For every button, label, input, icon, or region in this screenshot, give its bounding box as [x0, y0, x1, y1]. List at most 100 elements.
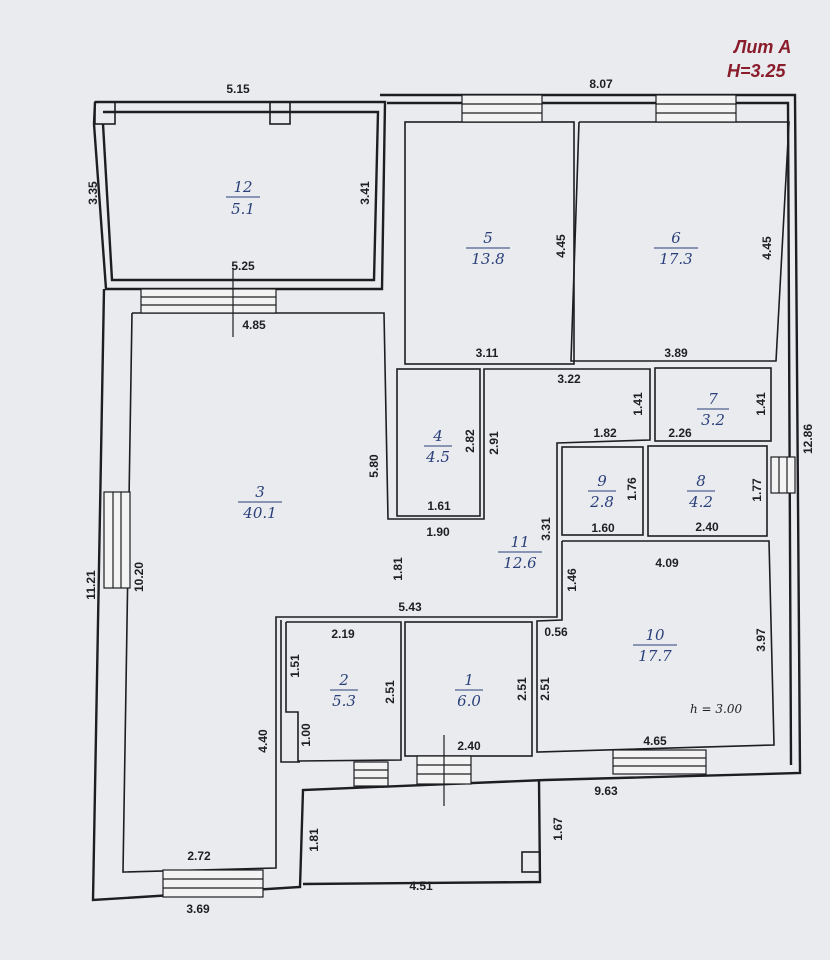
dim-0-56: 0.56 [544, 625, 568, 639]
svg-text:17.3: 17.3 [659, 250, 692, 268]
dim-5-25: 5.25 [231, 259, 255, 273]
svg-text:5.3: 5.3 [332, 692, 356, 710]
svg-text:8: 8 [696, 472, 706, 490]
window-room3-bottom [162, 869, 264, 898]
svg-text:4: 4 [432, 427, 443, 445]
dim-3-97: 3.97 [754, 628, 768, 652]
svg-text:9: 9 [597, 472, 607, 490]
svg-text:11: 11 [510, 533, 529, 551]
svg-text:12: 12 [233, 178, 252, 196]
inner-walls [122, 121, 790, 873]
dim-4-65: 4.65 [643, 734, 667, 748]
windows [103, 94, 796, 898]
dim-1-41-b: 1.41 [754, 392, 768, 416]
svg-text:10: 10 [645, 626, 665, 644]
dim-4-45-a: 4.45 [554, 234, 568, 258]
svg-text:3.2: 3.2 [701, 411, 725, 429]
dim-2-40-b: 2.40 [457, 739, 481, 753]
dim-1-67: 1.67 [551, 817, 565, 841]
window-room6 [655, 94, 737, 123]
dim-3-31: 3.31 [539, 517, 553, 541]
dim-4-09: 4.09 [655, 556, 679, 570]
room-7-label: 7 3.2 [697, 390, 729, 429]
dim-3-41: 3.41 [358, 181, 372, 205]
dim-1-51: 1.51 [288, 654, 302, 678]
window-room2 [353, 761, 389, 787]
dim-12-86: 12.86 [801, 424, 815, 454]
dim-11-21: 11.21 [84, 570, 98, 600]
dim-1-76: 1.76 [625, 477, 639, 501]
svg-text:6.0: 6.0 [457, 692, 481, 710]
room-11-label: 11 12.6 [498, 533, 542, 572]
dim-4-85: 4.85 [242, 318, 266, 332]
dim-1-81-a: 1.81 [391, 557, 405, 581]
svg-text:2: 2 [338, 671, 349, 689]
svg-text:2.8: 2.8 [589, 493, 614, 511]
dimensions: 5.15 8.07 3.35 3.41 5.25 4.85 4.45 4.45 … [84, 77, 815, 916]
dim-5-80: 5.80 [367, 454, 381, 478]
svg-text:7: 7 [708, 390, 718, 408]
dim-3-35: 3.35 [86, 181, 100, 205]
svg-text:5: 5 [483, 229, 493, 247]
dim-2-51-c: 2.51 [538, 677, 552, 701]
window-room10 [612, 749, 707, 775]
room-5-label: 5 13.8 [466, 229, 510, 268]
dim-2-72: 2.72 [187, 849, 211, 863]
columns [94, 101, 541, 873]
lit-label: Лит А [732, 37, 791, 57]
dim-1-61: 1.61 [427, 499, 451, 513]
svg-text:6: 6 [671, 229, 681, 247]
dim-9-63: 9.63 [594, 784, 618, 798]
room-9-label: 9 2.8 [588, 472, 616, 511]
svg-text:5.1: 5.1 [231, 200, 255, 218]
dim-2-40-a: 2.40 [695, 520, 719, 534]
dim-1-41-a: 1.41 [631, 392, 645, 416]
room-6-label: 6 17.3 [654, 229, 698, 268]
dim-1-00: 1.00 [299, 723, 313, 747]
svg-text:13.8: 13.8 [471, 250, 504, 268]
window-room5 [461, 94, 543, 123]
dim-1-90: 1.90 [426, 525, 450, 539]
dim-2-91: 2.91 [487, 431, 501, 455]
dim-2-82: 2.82 [463, 429, 477, 453]
svg-text:40.1: 40.1 [242, 504, 276, 522]
dim-1-46: 1.46 [565, 568, 579, 592]
dim-1-81-b: 1.81 [307, 828, 321, 852]
svg-text:12.6: 12.6 [503, 554, 537, 572]
dim-1-82: 1.82 [593, 426, 617, 440]
dim-2-51-b: 2.51 [515, 677, 529, 701]
dim-4-51: 4.51 [409, 879, 433, 893]
dim-2-26: 2.26 [668, 426, 692, 440]
dim-1-60: 1.60 [591, 521, 615, 535]
dim-3-69: 3.69 [186, 902, 210, 916]
room-8-label: 8 4.2 [687, 472, 715, 511]
svg-text:3: 3 [255, 483, 265, 501]
dim-10-20: 10.20 [132, 562, 146, 592]
svg-text:17.7: 17.7 [638, 647, 672, 665]
dim-3-22: 3.22 [557, 372, 581, 386]
dim-5-43: 5.43 [398, 600, 422, 614]
dim-1-77: 1.77 [750, 478, 764, 502]
dim-4-40: 4.40 [256, 729, 270, 753]
window-room3-top [140, 288, 277, 314]
svg-text:4.2: 4.2 [688, 493, 713, 511]
room-2-label: 2 5.3 [330, 671, 358, 710]
room10-height-note: h = 3.00 [690, 702, 742, 716]
room-4-label: 4 4.5 [424, 427, 452, 466]
svg-text:1: 1 [464, 671, 474, 689]
dim-4-45-b: 4.45 [760, 236, 774, 260]
room-3-label: 3 40.1 [238, 483, 282, 522]
room-labels: 12 5.1 5 13.8 6 17.3 7 3.2 4 4.5 9 2.8 [226, 178, 729, 710]
room-12-label: 12 5.1 [226, 178, 260, 218]
dim-3-11: 3.11 [476, 346, 499, 360]
dim-2-51-a: 2.51 [383, 680, 397, 704]
dim-8-07: 8.07 [589, 77, 613, 91]
window-room8 [770, 456, 796, 494]
dim-2-19: 2.19 [331, 627, 355, 641]
dim-3-89: 3.89 [664, 346, 688, 360]
height-label: H=3.25 [727, 61, 787, 81]
room-1-label: 1 6.0 [455, 671, 483, 710]
window-room3-left [103, 491, 131, 589]
room-10-label: 10 17.7 [633, 626, 677, 665]
